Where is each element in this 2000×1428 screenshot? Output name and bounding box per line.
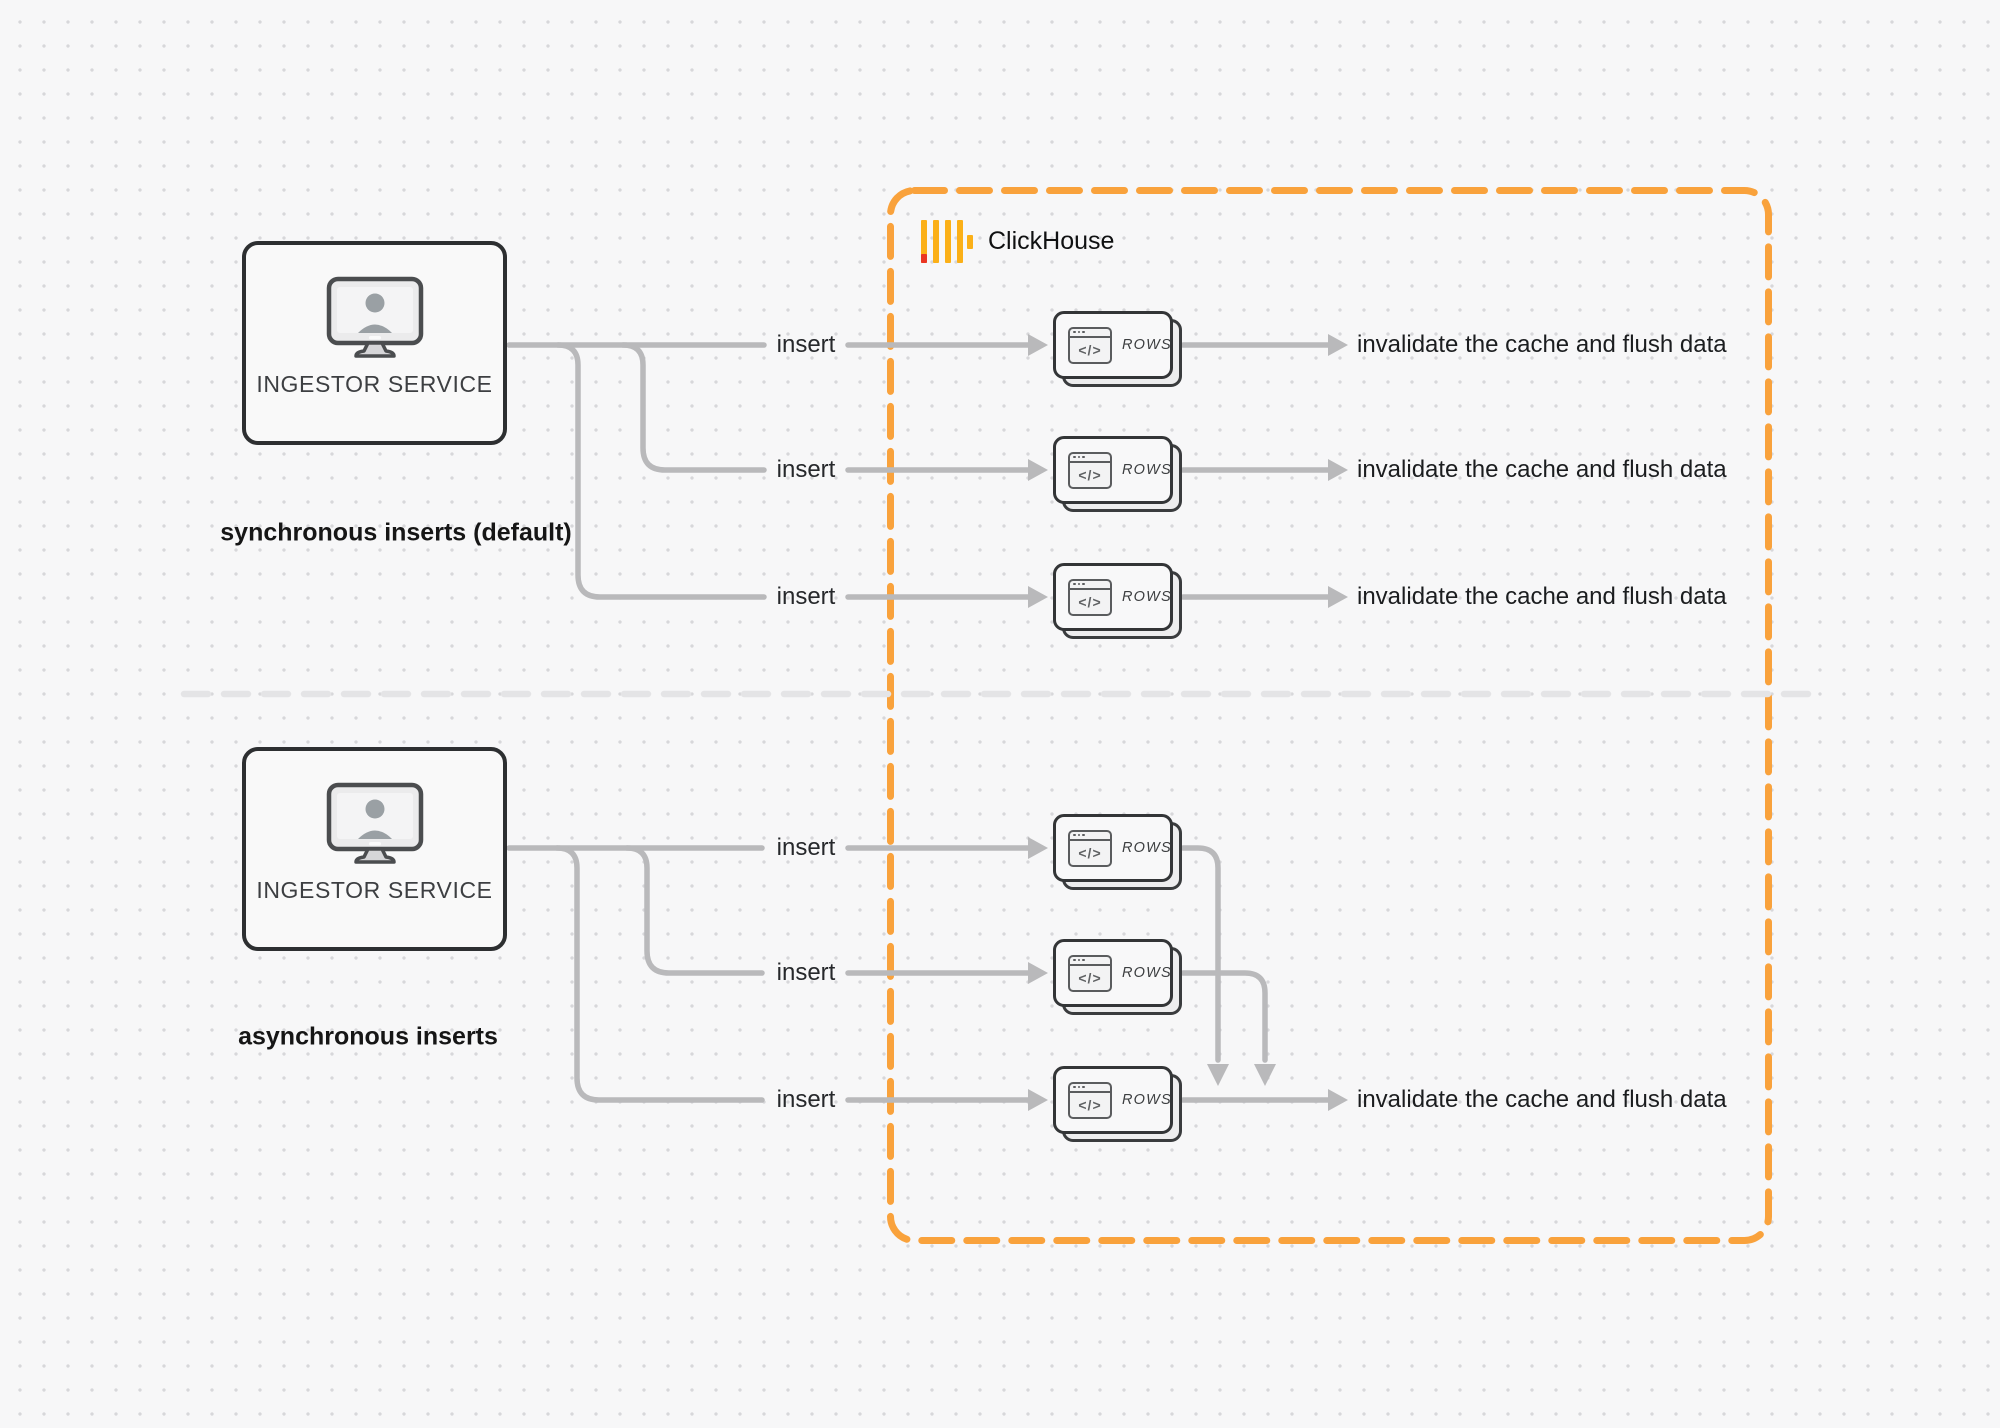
ingestor-service-box-async: INGESTOR SERVICE <box>242 747 507 951</box>
ingestor-service-box-sync: INGESTOR SERVICE <box>242 241 507 445</box>
arrowhead-right <box>1028 459 1048 481</box>
ingestor-service-label: INGESTOR SERVICE <box>256 371 493 397</box>
clickhouse-boundary <box>887 187 1772 1244</box>
rows-table-card: </> ROWS <box>1053 939 1182 1015</box>
rows-table-card: </> ROWS <box>1053 311 1182 387</box>
sync-connectors <box>506 342 1331 600</box>
rows-table-card: </> ROWS <box>1053 814 1182 890</box>
rows-label: ROWS <box>1122 1092 1172 1108</box>
code-window-icon: </> <box>1068 954 1112 992</box>
invalidate-cache-label: invalidate the cache and flush data <box>1357 331 1727 358</box>
arrowhead-right <box>1028 334 1048 356</box>
arrowhead-right <box>1028 837 1048 859</box>
arrowhead-right <box>1328 586 1348 608</box>
async-connectors <box>506 845 1331 1103</box>
clickhouse-wordmark: ClickHouse <box>988 227 1115 255</box>
rows-label: ROWS <box>1122 462 1172 478</box>
insert-label: insert <box>776 959 836 986</box>
insert-label: insert <box>776 583 836 610</box>
connector-line <box>554 845 765 1103</box>
arrowhead-right <box>1328 334 1348 356</box>
invalidate-cache-label: invalidate the cache and flush data <box>1357 583 1727 610</box>
invalidate-cache-label: invalidate the cache and flush data <box>1357 456 1727 483</box>
insert-label: insert <box>776 1086 836 1113</box>
monitor-user-icon <box>325 781 425 869</box>
arrowhead-down <box>1207 1064 1229 1086</box>
arrowhead-right <box>1328 459 1348 481</box>
code-window-icon: </> <box>1068 451 1112 489</box>
arrowhead-down <box>1254 1064 1276 1086</box>
code-window-icon: </> <box>1068 578 1112 616</box>
rows-label: ROWS <box>1122 965 1172 981</box>
sync-section-title: synchronous inserts (default) <box>220 518 572 547</box>
ingestor-service-label: INGESTOR SERVICE <box>256 877 493 903</box>
rows-label: ROWS <box>1122 840 1172 856</box>
arrowhead-right <box>1028 962 1048 984</box>
connector-line <box>624 845 765 976</box>
connector-line <box>1180 970 1268 1063</box>
connector-line <box>620 342 767 473</box>
connector-line <box>1180 845 1221 1063</box>
insert-label: insert <box>776 331 836 358</box>
arrowhead-right <box>1028 1089 1048 1111</box>
connector-line <box>555 342 767 600</box>
async-section-title: asynchronous inserts <box>238 1022 498 1051</box>
rows-table-card: </> ROWS <box>1053 1066 1182 1142</box>
rows-table-card: </> ROWS <box>1053 563 1182 639</box>
rows-table-card: </> ROWS <box>1053 436 1182 512</box>
code-window-icon: </> <box>1068 829 1112 867</box>
monitor-user-icon <box>325 275 425 363</box>
rows-label: ROWS <box>1122 589 1172 605</box>
insert-label: insert <box>776 456 836 483</box>
code-window-icon: </> <box>1068 326 1112 364</box>
code-window-icon: </> <box>1068 1081 1112 1119</box>
invalidate-cache-label: invalidate the cache and flush data <box>1357 1086 1727 1113</box>
arrowhead-right <box>1328 1089 1348 1111</box>
arrowheads <box>1028 334 1348 1111</box>
rows-label: ROWS <box>1122 337 1172 353</box>
arrowhead-right <box>1028 586 1048 608</box>
insert-label: insert <box>776 834 836 861</box>
